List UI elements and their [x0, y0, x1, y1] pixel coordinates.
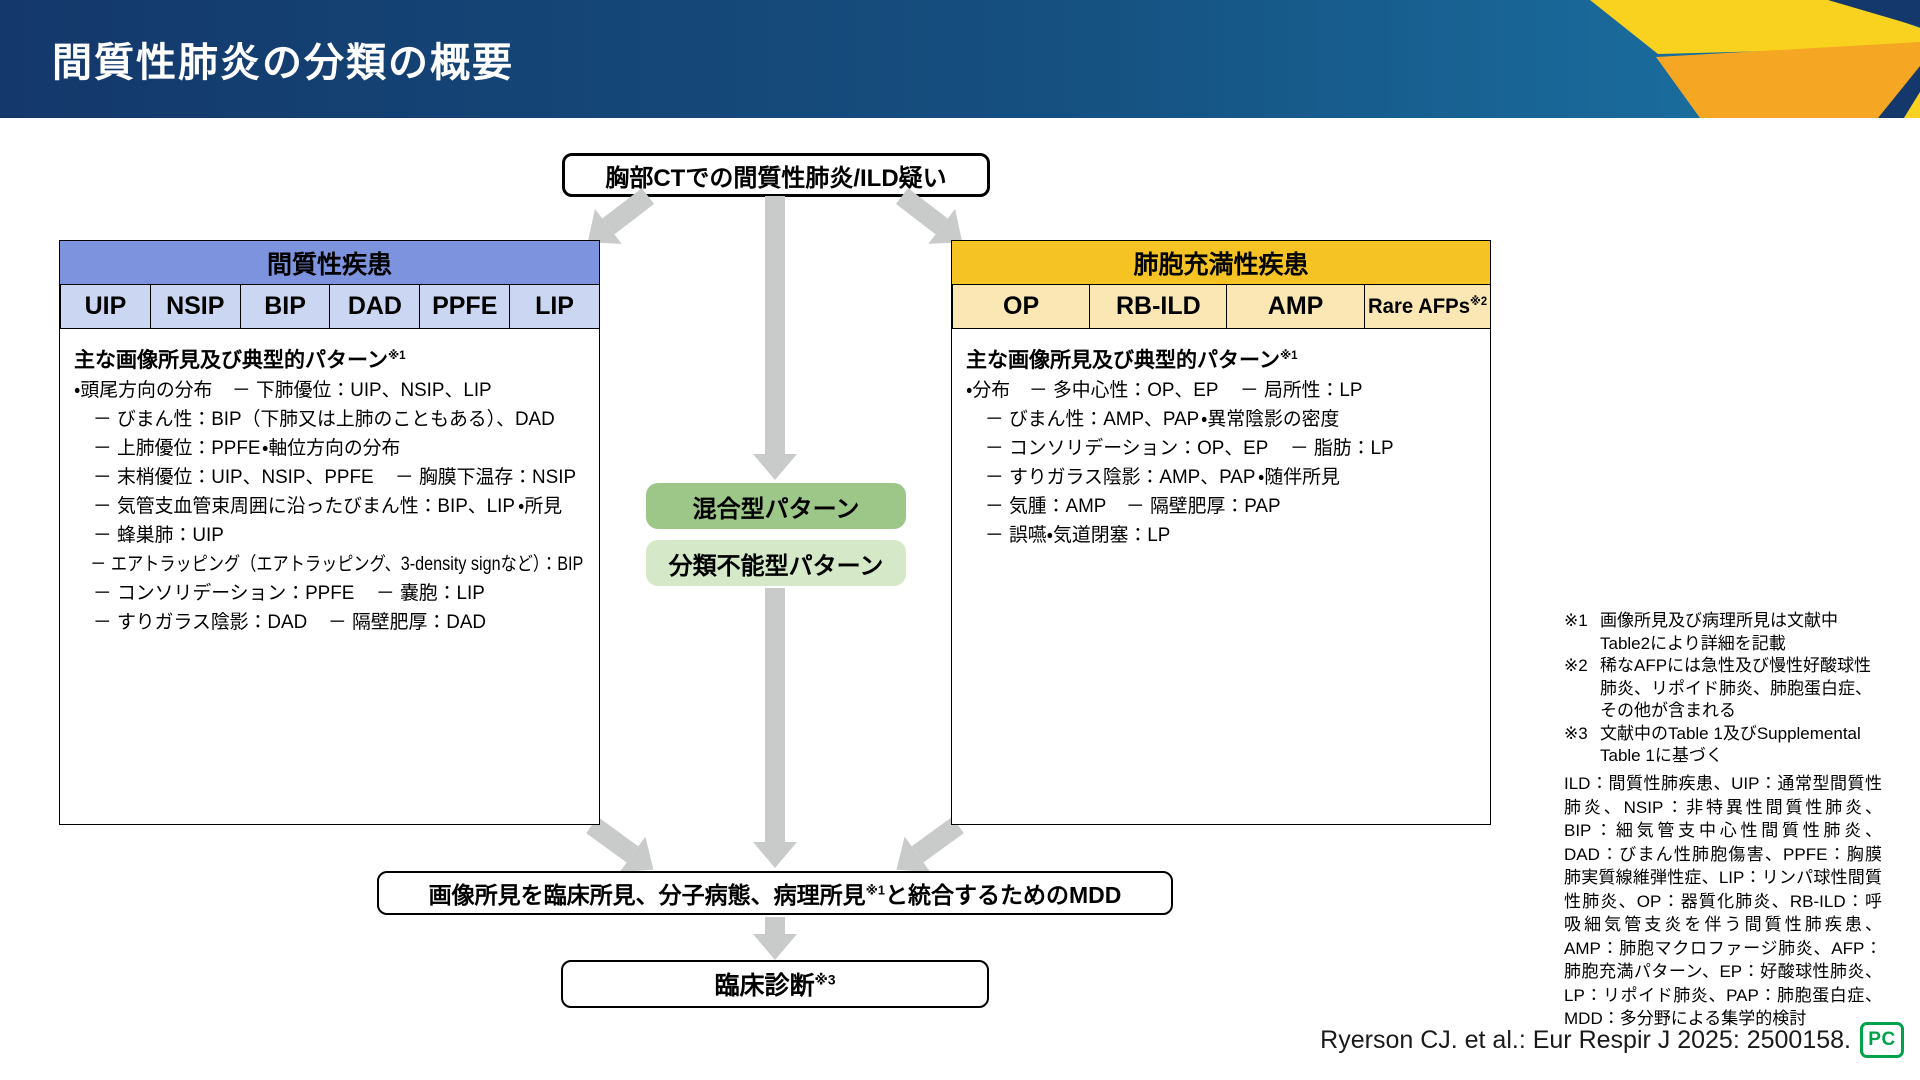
finding-line: － びまん性：AMP、PAP — [966, 408, 1200, 430]
interstitial-column-headers: UIP NSIP BIP DAD PPFE LIP — [59, 284, 600, 330]
interstitial-findings-heading: 主な画像所見及び典型的パターン※1 — [74, 348, 406, 372]
column-header-cell: BIP — [239, 285, 330, 329]
finding-line: － 下肺優位：UIP、NSIP、LIP — [213, 379, 493, 401]
mdd-box: 画像所見を臨床所見、分子病態、病理所見※1と統合するためのMDD — [377, 871, 1173, 915]
finding-line: － コンソリデーション：OP、EP — [966, 437, 1269, 459]
finding-line: － 誤嚥・気道閉塞：LP — [966, 524, 1171, 546]
arrow-ct-to-patterns — [753, 196, 797, 480]
finding-line: ・分布 — [966, 379, 1011, 401]
column-header-cell: RB-ILD — [1089, 285, 1227, 329]
header-bar: 間質性肺炎の分類の概要 — [0, 0, 1920, 118]
column-header-cell: LIP — [509, 285, 599, 329]
finding-line: － すりガラス陰影：AMP、PAP — [966, 466, 1256, 488]
finding-line: － 気管支血管束周囲に沿ったびまん性：BIP、LIP — [74, 495, 515, 517]
interstitial-panel: 間質性疾患 UIP NSIP BIP DAD P — [59, 240, 600, 825]
alveolar-panel-body: 主な画像所見及び典型的パターン※1 ・分布 － 多中心性：OP、EP － 局所性… — [951, 327, 1491, 825]
finding-line: － 脂肪：LP — [1270, 437, 1394, 459]
finding-line: － 胸膜下温存：NSIP — [375, 466, 576, 488]
finding-line: － 蜂巣肺：UIP — [74, 524, 224, 546]
ct-suspicion-box: 胸部CTでの間質性肺炎/ILD疑い — [562, 153, 990, 197]
footnote: ※2 稀なAFPには急性及び慢性好酸球性肺炎、リポイド肺炎、肺胞蛋白症、その他が… — [1564, 656, 1872, 720]
finding-line: － びまん性：BIP（下肺又は上肺のこともある）、DAD — [74, 408, 555, 430]
column-header-cell: OP — [952, 285, 1090, 329]
abbreviation-definitions: ILD：間質性肺疾患、UIP：通常型間質性肺炎、NSIP：非特異性間質性肺炎、B… — [1564, 774, 1882, 1028]
interstitial-panel-body: 主な画像所見及び典型的パターン※1 ・頭尾方向の分布 － 下肺優位：UIP、NS… — [59, 327, 600, 825]
finding-line: － 気腫：AMP — [966, 495, 1107, 517]
finding-line: － 上肺優位：PPFE — [74, 437, 261, 459]
clinical-diagnosis-label: 臨床診断※3 — [714, 972, 836, 1000]
alveolar-findings-list: ・分布 － 多中心性：OP、EP － 局所性：LP － びまん性：AMP、PAP… — [966, 376, 1478, 550]
page-title: 間質性肺炎の分類の概要 — [52, 41, 514, 85]
finding-line: － エアトラッピング（エアトラッピング、3-density signなど）：BI… — [74, 553, 584, 575]
column-header-cell: UIP — [60, 285, 150, 329]
finding-line: ・頭尾方向の分布 — [74, 379, 213, 401]
column-header-cell: NSIP — [149, 285, 240, 329]
footnotes: ※1 画像所見及び病理所見は文献中Table2により詳細を記載 ※2 稀なAFP… — [1564, 610, 1882, 768]
interstitial-findings-list: ・頭尾方向の分布 － 下肺優位：UIP、NSIP、LIP － びまん性：BIP（… — [74, 376, 587, 637]
finding-line: － コンソリデーション：PPFE — [74, 582, 355, 604]
finding-line: － 局所性：LP — [1220, 379, 1362, 401]
finding-line: － すりガラス陰影：DAD — [74, 611, 308, 633]
finding-line: ・軸位方向の分布 — [261, 437, 401, 459]
finding-line: － 多中心性：OP、EP — [1010, 379, 1219, 401]
arrow-patterns-to-mdd — [753, 588, 797, 868]
finding-line: － 隔壁肥厚：PAP — [1107, 495, 1281, 517]
arrow-mdd-to-diagnosis — [753, 917, 797, 960]
alveolar-panel: 肺胞充満性疾患 OP RB-ILD AMP Rare AFPs※2 — [951, 240, 1491, 825]
finding-line: － 隔壁肥厚：DAD — [309, 611, 487, 633]
pc-logo: PC — [1860, 1022, 1904, 1058]
finding-line: － 嚢胞：LIP — [356, 582, 485, 604]
clinical-diagnosis-box: 臨床診断※3 — [561, 960, 989, 1008]
footnote: ※3 文献中のTable 1及びSupplemental Table 1に基づく — [1564, 723, 1861, 766]
finding-line: ・随伴所見 — [1257, 466, 1340, 488]
column-header-cell: PPFE — [419, 285, 510, 329]
column-header-cell: DAD — [329, 285, 420, 329]
alveolar-panel-title: 肺胞充満性疾患 — [951, 240, 1491, 286]
citation-text: Ryerson CJ. et al.: Eur Respir J 2025: 2… — [1320, 1025, 1851, 1054]
column-header-cell: AMP — [1226, 285, 1364, 329]
footnote: ※1 画像所見及び病理所見は文献中Table2により詳細を記載 — [1564, 611, 1838, 653]
finding-line: ・所見 — [518, 495, 563, 517]
ct-suspicion-label: 胸部CTでの間質性肺炎/ILD疑い — [605, 164, 947, 192]
deco-orange-wedge — [1656, 42, 1920, 118]
mdd-box-label: 画像所見を臨床所見、分子病態、病理所見※1と統合するためのMDD — [428, 882, 1122, 908]
citation-row: Ryerson CJ. et al.: Eur Respir J 2025: 2… — [1320, 1022, 1904, 1058]
mixed-pattern-box: 混合型パターン — [646, 483, 906, 529]
alveolar-column-headers: OP RB-ILD AMP Rare AFPs※2 — [951, 284, 1491, 330]
decorative-corner-shapes — [1560, 0, 1920, 118]
finding-line: ・異常陰影の密度 — [1201, 408, 1340, 430]
finding-line: － 末梢優位：UIP、NSIP、PPFE — [74, 466, 374, 488]
alveolar-findings-heading: 主な画像所見及び典型的パターン※1 — [966, 348, 1298, 372]
unclassifiable-pattern-box: 分類不能型パターン — [646, 540, 906, 586]
column-header-cell: Rare AFPs※2 — [1363, 285, 1490, 329]
interstitial-panel-title: 間質性疾患 — [59, 240, 600, 286]
